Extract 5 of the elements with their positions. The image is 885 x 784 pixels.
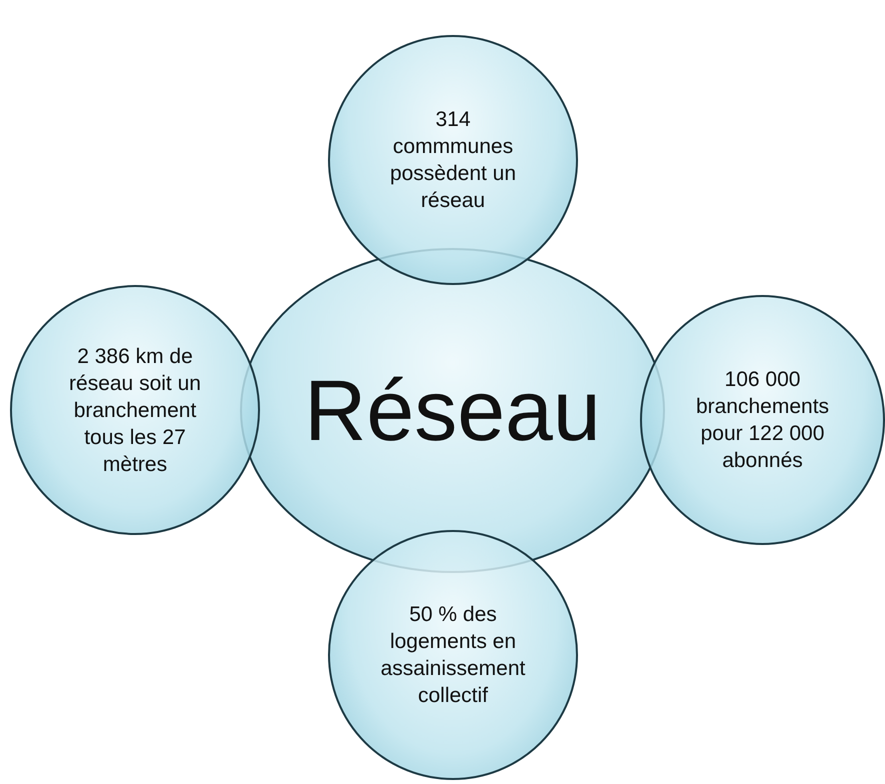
bubble-text: 106 000 branchements pour 122 000 abonnés: [694, 367, 830, 474]
title-text: Réseau: [303, 362, 602, 460]
bubble-text: 314 commmunes possèdent un réseau: [388, 107, 518, 214]
bubble-text: 2 386 km de réseau soit un branchement tous les 27 mètres: [68, 344, 202, 478]
bubble-text: 50 % des logements en assainissement collectif: [380, 602, 526, 709]
